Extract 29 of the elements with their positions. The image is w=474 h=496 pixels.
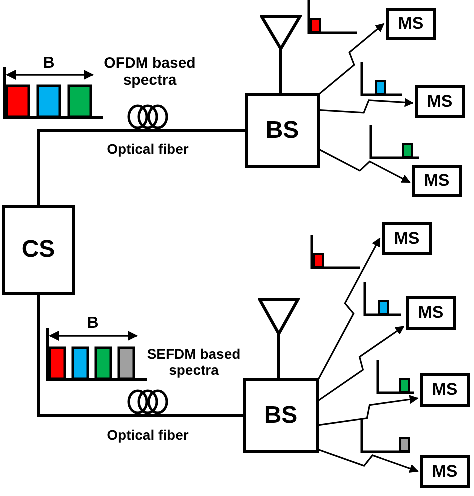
antenna-mast-line [278, 334, 280, 378]
wireless-link-arrow [318, 395, 419, 426]
station-box: MS [382, 222, 432, 255]
edge-label: Optical fiber [107, 427, 189, 444]
wireless-link-arrow [320, 149, 411, 184]
station-box: MS [386, 8, 436, 40]
optical-fiber-line [37, 129, 245, 205]
station-box: BS [243, 378, 319, 453]
dimension-label: B [86, 315, 100, 334]
wireless-link-arrow [318, 326, 405, 402]
station-box: CS [2, 205, 75, 295]
station-box: MS [420, 455, 470, 488]
optical-fiber-line [37, 295, 243, 417]
wireless-link-arrow [318, 238, 381, 380]
station-box: BS [245, 93, 320, 168]
antenna-mast-line [280, 49, 282, 93]
station-box: MS [412, 165, 462, 197]
spectra-caption: OFDM based spectra [103, 55, 197, 90]
antenna-icon [260, 15, 302, 50]
edge-label: Optical fiber [107, 141, 189, 158]
wireless-link-arrow [319, 23, 385, 94]
spectra-caption: SEFDM based spectra [146, 346, 242, 378]
dimension-label: B [42, 55, 56, 74]
wireless-link-arrow [318, 449, 419, 474]
station-box: MS [406, 296, 456, 330]
station-box: MS [415, 85, 465, 118]
station-box: MS [420, 373, 470, 407]
wireless-link-arrow [320, 98, 414, 114]
antenna-icon [258, 298, 300, 335]
